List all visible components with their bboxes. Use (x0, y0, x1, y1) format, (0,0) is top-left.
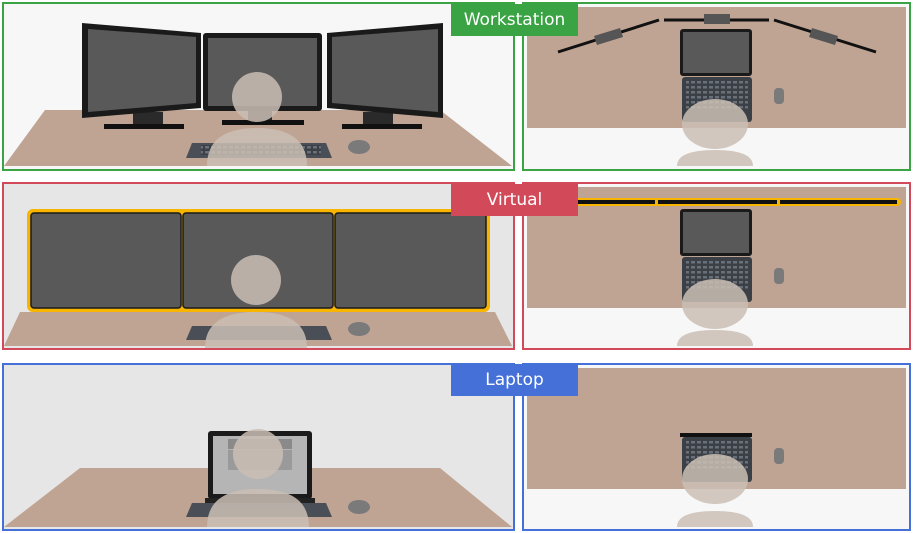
laptop-label: Laptop (451, 364, 578, 396)
person-top (677, 99, 753, 166)
virtual-front-frame (2, 182, 515, 350)
virtual-front-panel (3, 183, 514, 349)
left-monitor (82, 23, 201, 129)
workstation-front-frame (2, 2, 515, 171)
virtual-label: Virtual (451, 184, 578, 216)
virtual-screen-right (334, 212, 487, 309)
right-monitor (327, 23, 443, 129)
person-top (677, 279, 753, 346)
mouse (348, 322, 370, 336)
laptop-label-text: Laptop (485, 370, 544, 390)
center-monitor (203, 33, 322, 125)
mouse (348, 500, 370, 514)
workstation-label: Workstation (451, 4, 578, 36)
mouse-top (774, 448, 784, 464)
workstation-label-text: Workstation (463, 10, 566, 30)
laptop-front-frame (2, 363, 515, 531)
person-front (205, 255, 307, 348)
person-top (677, 454, 753, 527)
laptop-top-panel (523, 364, 910, 530)
laptop-screen-top (680, 433, 752, 437)
laptop-top-frame (522, 363, 911, 531)
workstation-top-frame (522, 2, 911, 171)
workstation-top-panel (523, 3, 910, 170)
virtual-top-frame (522, 182, 911, 350)
person-front (207, 429, 309, 527)
person-front (207, 72, 307, 166)
virtual-label-text: Virtual (486, 190, 543, 210)
virtual-top-panel (523, 183, 910, 349)
mouse-top (774, 268, 784, 284)
mouse (348, 140, 370, 154)
mouse-top (774, 88, 784, 104)
workstation-front-panel (3, 3, 514, 170)
virtual-screen-left (30, 212, 182, 309)
laptop-front-panel (3, 364, 514, 530)
